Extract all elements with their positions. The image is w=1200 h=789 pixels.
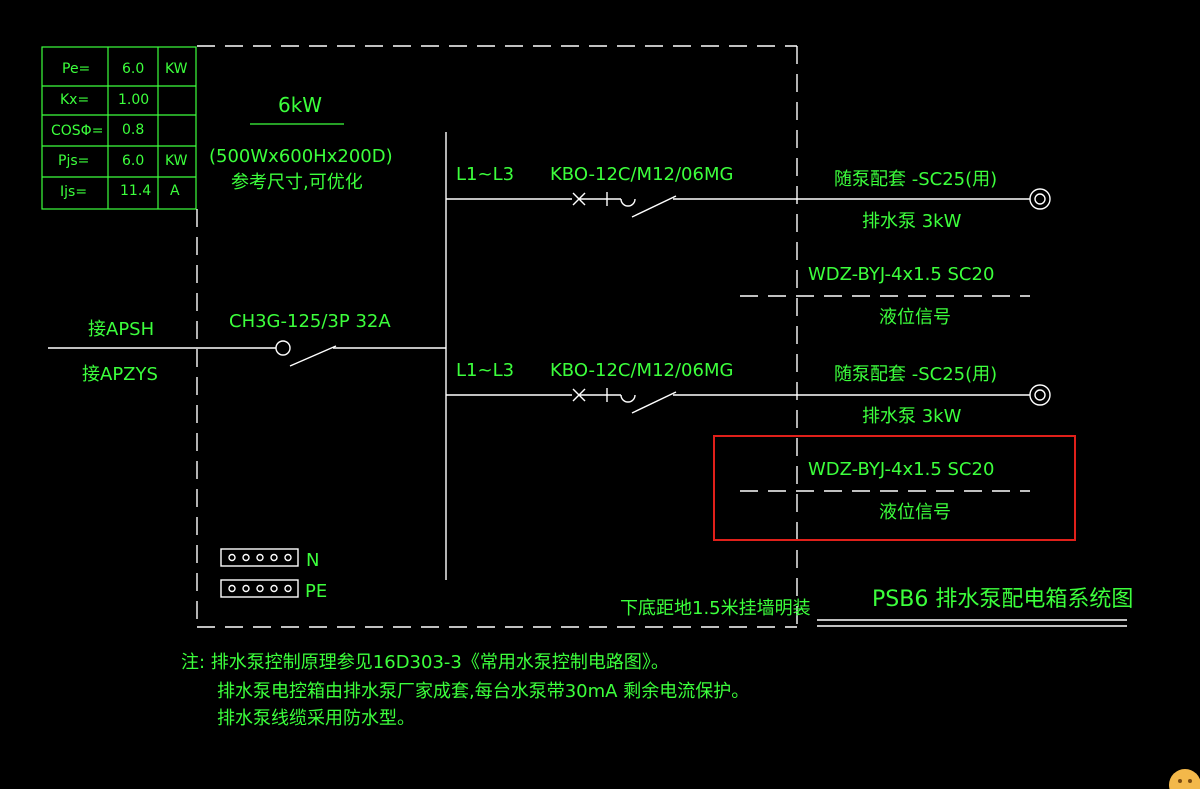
- note-1: 注: 排水泵控制原理参见16D303-3《常用水泵控制电路图》。: [181, 652, 669, 673]
- note-3: 排水泵线缆采用防水型。: [217, 708, 415, 729]
- corner-sticker-icon: [1169, 769, 1200, 789]
- mounting-note: 下底距地1.5米挂墙明装: [620, 598, 811, 619]
- table-value-kx: 1.00: [118, 92, 149, 108]
- circuit-2-load: 排水泵 3kW: [862, 406, 962, 427]
- table-label-cos: COSΦ=: [51, 123, 103, 139]
- note-2: 排水泵电控箱由排水泵厂家成套,每台水泵带30mA 剩余电流保护。: [217, 681, 749, 702]
- table-value-ijs: 11.4: [120, 183, 151, 199]
- neutral-terminal-block: [220, 548, 299, 567]
- circuit-2-phase: L1~L3: [456, 360, 514, 381]
- incoming-feeder: [48, 340, 446, 367]
- earth-label: PE: [305, 581, 327, 602]
- circuit-1-cable: 随泵配套 -SC25(用): [834, 169, 997, 190]
- panel-dimensions: (500Wx600Hx200D): [209, 146, 393, 167]
- table-unit-pe: KW: [165, 61, 188, 77]
- circuit-2: [446, 384, 1051, 414]
- signal-2-label: 液位信号: [879, 502, 951, 523]
- panel-power: 6kW: [278, 93, 322, 117]
- panel-enclosure: [196, 45, 798, 628]
- circuit-2-device: KBO-12C/M12/06MG: [550, 360, 733, 381]
- panel-dimensions-note: 参考尺寸,可优化: [231, 172, 363, 193]
- table-label-pjs: Pjs=: [58, 153, 89, 169]
- signal-2-cable: WDZ-BYJ-4x1.5 SC20: [808, 459, 994, 480]
- signal-1-cable: WDZ-BYJ-4x1.5 SC20: [808, 264, 994, 285]
- table-label-pe: Pe=: [62, 61, 90, 77]
- neutral-label: N: [306, 550, 319, 571]
- incoming-breaker: CH3G-125/3P 32A: [229, 311, 391, 332]
- table-unit-pjs: KW: [165, 153, 188, 169]
- table-unit-ijs: A: [170, 183, 180, 199]
- table-label-ijs: Ijs=: [60, 184, 87, 200]
- table-value-cos: 0.8: [122, 122, 144, 138]
- circuit-1-device: KBO-12C/M12/06MG: [550, 164, 733, 185]
- table-label-kx: Kx=: [60, 92, 89, 108]
- drawing-title: PSB6 排水泵配电箱系统图: [872, 587, 1133, 612]
- incoming-from-top: 接APSH: [88, 319, 154, 340]
- table-value-pjs: 6.0: [122, 153, 144, 169]
- earth-terminal-block: [220, 579, 299, 598]
- incoming-from-bottom: 接APZYS: [82, 364, 158, 385]
- circuit-2-cable: 随泵配套 -SC25(用): [834, 364, 997, 385]
- highlight-box: [713, 435, 1076, 541]
- table-value-pe: 6.0: [122, 61, 144, 77]
- circuit-1-phase: L1~L3: [456, 164, 514, 185]
- load-table: Pe= 6.0 KW Kx= 1.00 COSΦ= 0.8 Pjs= 6.0 K…: [41, 46, 197, 210]
- circuit-1-load: 排水泵 3kW: [862, 211, 962, 232]
- circuit-1: [446, 188, 1051, 218]
- signal-1-label: 液位信号: [879, 307, 951, 328]
